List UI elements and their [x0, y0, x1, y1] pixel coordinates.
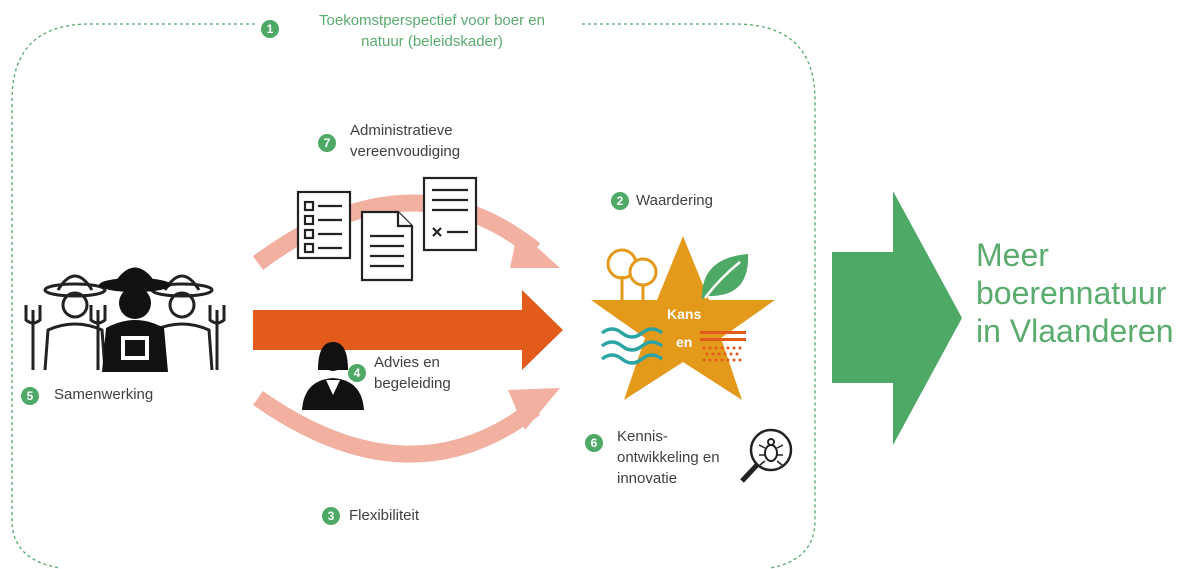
checklist-document-icon: [296, 190, 352, 260]
star-text-line2: en: [676, 334, 693, 350]
label-advies-begeleiding: Advies en begeleiding: [374, 354, 451, 392]
number-badge-6: 6: [585, 434, 603, 452]
label-administratieve-vereenvoudiging: Administratieve vereenvoudiging: [350, 122, 461, 160]
framework-label: Toekomstperspectief voor boer en natuur …: [319, 12, 545, 50]
label-samenwerking: Samenwerking: [54, 386, 154, 403]
number-badge-4: 4: [348, 364, 366, 382]
result-arrow: [832, 191, 962, 445]
upper-arrow-head: [510, 230, 560, 268]
form-document-icon: [422, 176, 478, 252]
number-badge-1: 1: [261, 20, 279, 38]
label-kennisontwikkeling-innovatie: Kennis- ontwikkeling en innovatie: [617, 428, 720, 487]
farmer-center-icon: [99, 267, 171, 372]
leaf-icon: [701, 254, 749, 300]
number-badge-5: 5: [21, 387, 39, 405]
number-badge-2: 2: [611, 192, 629, 210]
framework-border: [11, 23, 816, 569]
field-icon: [700, 331, 746, 362]
lower-curved-arrow: [253, 391, 541, 463]
label-waardering: Waardering: [636, 192, 713, 209]
text-document-icon: [360, 210, 414, 282]
farmers-icon: [24, 274, 226, 371]
number-badge-7: 7: [318, 134, 336, 152]
advisor-icon: [302, 342, 364, 410]
number-badge-3: 3: [322, 507, 340, 525]
lower-arrow-head: [508, 388, 560, 430]
opportunity-star: [591, 236, 775, 400]
label-flexibiliteit: Flexibiliteit: [349, 507, 420, 524]
magnifier-bug-icon: [740, 428, 793, 483]
water-icon: [600, 327, 664, 365]
star-text-line1: Kans: [667, 306, 702, 322]
result-label: Meer boerennatuur in Vlaanderen: [976, 237, 1174, 349]
trees-icon: [606, 248, 658, 300]
